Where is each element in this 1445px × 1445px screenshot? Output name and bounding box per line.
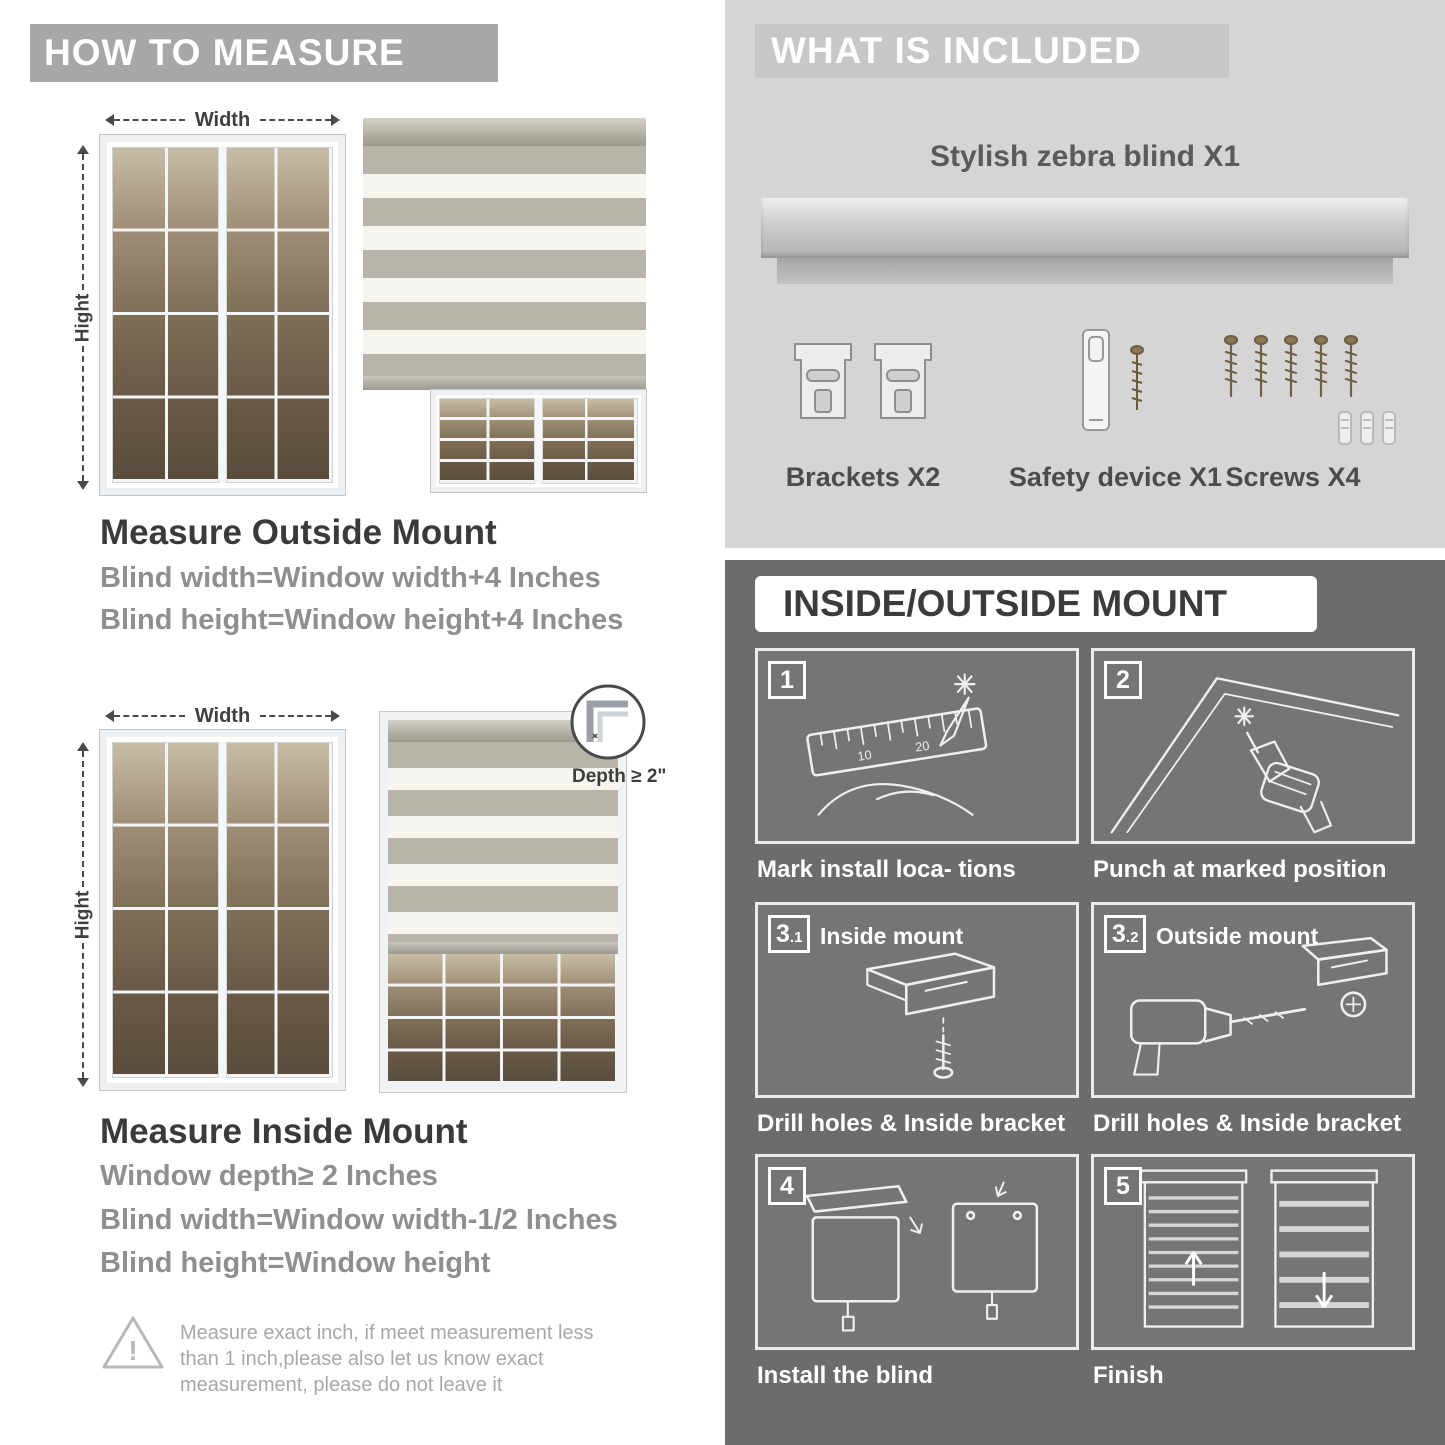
outside-formula-width: Blind width=Window width+4 Inches (100, 562, 601, 594)
warning-triangle-icon: ! (100, 1312, 166, 1374)
svg-text:20: 20 (914, 739, 930, 755)
brackets-label: Brackets X2 (785, 462, 941, 492)
step-panel-3-2: 3.2 Outside mount (1091, 902, 1415, 1098)
screws-image (1213, 328, 1408, 450)
what-is-included-header: WHAT IS INCLUDED (755, 24, 1229, 78)
height-label: Hight (72, 890, 94, 939)
step-panel-2: 2 (1091, 648, 1415, 844)
step-caption-3-1: Drill holes & Inside bracket (757, 1110, 1066, 1137)
height-label: Hight (72, 293, 94, 342)
mount-header: INSIDE/OUTSIDE MOUNT (755, 576, 1317, 632)
install-blind-illustration (805, 1181, 1039, 1332)
how-to-measure-header: HOW TO MEASURE (30, 24, 498, 82)
blind-cassette (363, 118, 646, 146)
screws-label: Screws X4 (1225, 462, 1361, 492)
svg-text:10: 10 (857, 748, 873, 764)
blind-bottom-rail (363, 376, 646, 390)
step-caption-3-2: Drill holes & Inside bracket (1093, 1110, 1402, 1137)
blind-headrail-image (761, 198, 1409, 258)
depth-magnifier-icon (568, 682, 648, 762)
step-panel-3-1: 3.1 Inside mount (755, 902, 1079, 1098)
what-is-included-section: WHAT IS INCLUDED Stylish zebra blind X1 (725, 0, 1445, 548)
step-title: Inside mount (820, 923, 964, 949)
step-caption-5: Finish (1093, 1362, 1164, 1389)
window-illustration-inside (99, 729, 346, 1091)
window-illustration-outside (99, 134, 346, 496)
width-label: Width (194, 108, 251, 131)
inside-bracket-illustration (866, 952, 996, 1079)
inside-formula-height: Blind height=Window height (100, 1247, 491, 1279)
svg-text:!: ! (128, 1335, 137, 1366)
mark-location-illustration: 10 20 (806, 673, 988, 816)
step-number: 3.1 (768, 915, 811, 953)
window-below-blind (430, 389, 647, 493)
arrowhead-down-icon (77, 481, 89, 490)
inside-formula-width: Blind width=Window width-1/2 Inches (100, 1204, 618, 1236)
arrowhead-left-icon (105, 114, 114, 126)
safety-device-image (1055, 320, 1175, 450)
measure-warning-text: Measure exact inch, if meet measurement … (180, 1322, 594, 1396)
finished-blinds-illustration (1139, 1169, 1378, 1328)
height-arrow-2: Hight (72, 742, 94, 1087)
arrowhead-right-icon (331, 114, 341, 126)
width-arrow-2: Width (105, 704, 341, 727)
step-caption-4: Install the blind (757, 1362, 934, 1389)
height-arrow: Hight (72, 145, 94, 490)
step-caption-2: Punch at marked position (1093, 856, 1387, 883)
step-panel-1: 1 10 20 (755, 648, 1079, 844)
zebra-blind-illustration-outside (363, 118, 647, 493)
outside-bracket-illustration (1129, 936, 1388, 1076)
arrowhead-left-icon (105, 710, 114, 722)
zebra-blind-illustration-inside (379, 711, 627, 1093)
blind-stripes (363, 146, 646, 376)
product-label: Stylish zebra blind X1 (929, 140, 1241, 173)
drill-illustration (1110, 677, 1400, 834)
safety-device-label: Safety device X1 (1008, 462, 1223, 492)
arrowhead-up-icon (77, 145, 89, 154)
inside-formula-depth: Window depth≥ 2 Inches (100, 1160, 438, 1192)
width-arrow: Width (105, 108, 341, 131)
arrowhead-right-icon (331, 710, 341, 722)
arrowhead-down-icon (77, 1078, 89, 1087)
outside-mount-title: Measure Outside Mount (100, 513, 497, 552)
step-panel-4: 4 (755, 1154, 1079, 1350)
blind-headrail-underbar (777, 258, 1393, 284)
step-caption-1: Mark install loca- tions (757, 856, 1016, 883)
step-number: 1 (768, 661, 806, 699)
mount-instructions-section: INSIDE/OUTSIDE MOUNT 1 10 20 (725, 560, 1445, 1445)
step-number: 2 (1104, 661, 1142, 699)
arrowhead-up-icon (77, 742, 89, 751)
outside-formula-height: Blind height=Window height+4 Inches (100, 604, 624, 636)
brackets-image (783, 328, 943, 448)
step-number: 3.2 (1104, 915, 1147, 953)
step-number: 5 (1104, 1167, 1142, 1205)
window-center-divider (217, 147, 227, 483)
step-title: Outside mount (1156, 923, 1319, 949)
depth-callout: Depth ≥ 2" (572, 766, 667, 787)
step-panel-5: 5 (1091, 1154, 1415, 1350)
step-number: 4 (768, 1167, 806, 1205)
inside-mount-title: Measure Inside Mount (100, 1112, 468, 1151)
width-label: Width (194, 704, 251, 727)
